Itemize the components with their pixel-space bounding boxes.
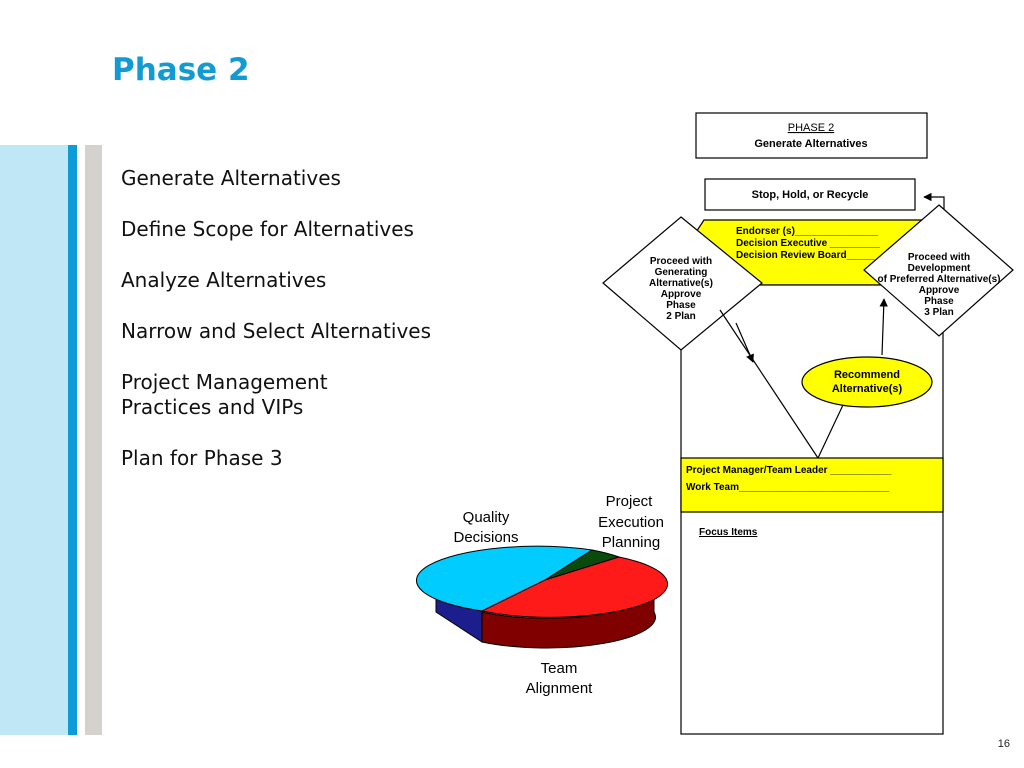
pie-slice-team <box>480 556 669 618</box>
phase-header-label: PHASE 2 <box>788 122 834 134</box>
recommend-oval <box>801 356 933 408</box>
endorser-label: Endorser (s)_______________ <box>736 226 879 237</box>
bullet-item: Analyze Alternatives <box>121 268 327 292</box>
left-to-team-line <box>719 309 819 459</box>
left-diamond-arrow <box>735 322 754 363</box>
slide-title: Phase 2 <box>112 52 250 88</box>
pie-label-project: Execution <box>598 514 664 531</box>
right-diamond-line: Development <box>908 263 971 274</box>
right-diamond-line: 3 Plan <box>924 307 953 318</box>
left-diamond-line: 2 Plan <box>666 311 695 322</box>
pie-label-project: Project <box>606 493 654 510</box>
recommend-line: Alternative(s) <box>832 383 903 395</box>
focus-items-label: Focus Items <box>699 527 758 538</box>
bullet-list: Generate Alternatives Define Scope for A… <box>121 166 541 497</box>
pie-label-team: Team <box>541 660 578 677</box>
project-manager-label: Project Manager/Team Leader ___________ <box>686 465 892 476</box>
team-box <box>680 457 944 513</box>
pie-label-quality: Quality <box>463 509 510 526</box>
decision-review-board-label: Decision Review Board_____ <box>736 250 875 261</box>
side-band-light <box>0 145 68 735</box>
left-diamond-line: Phase <box>666 300 696 311</box>
bullet-item: Plan for Phase 3 <box>121 446 283 470</box>
team-to-recommend-line <box>817 404 844 459</box>
pie-label-team: Alignment <box>526 680 594 697</box>
left-diamond-line: Generating <box>655 267 708 278</box>
pie-label-quality: Decisions <box>453 529 518 546</box>
decision-executive-label: Decision Executive _________ <box>736 238 880 249</box>
recommend-line: Recommend <box>834 369 900 381</box>
bullet-item: Define Scope for Alternatives <box>121 217 414 241</box>
stop-box-label: Stop, Hold, or Recycle <box>752 189 869 201</box>
right-diamond-line: of Preferred Alternative(s) <box>878 274 1001 285</box>
recommend-to-right-arrow <box>879 298 888 356</box>
left-diamond-line: Approve <box>661 289 702 300</box>
left-diamond-line: Proceed with <box>650 256 712 267</box>
work-team-label: Work Team___________________________ <box>686 482 890 493</box>
left-decision-diamond <box>602 216 763 351</box>
side-band-blue <box>68 145 77 735</box>
left-diamond-line: Alternative(s) <box>649 278 713 289</box>
pie-label-project: Planning <box>602 534 660 551</box>
pie-chart <box>416 545 669 649</box>
pie-slice-quality <box>416 545 594 612</box>
stop-box <box>704 178 916 211</box>
side-band-gray <box>85 145 102 735</box>
phase-header-box <box>695 112 928 159</box>
bullet-item: Generate Alternatives <box>121 166 341 190</box>
right-diamond-line: Phase <box>924 296 954 307</box>
bullet-item: Project Management Practices and VIPs <box>121 370 328 419</box>
right-decision-diamond <box>863 204 1014 337</box>
bullet-item: Narrow and Select Alternatives <box>121 319 432 343</box>
phase-subtitle-label: Generate Alternatives <box>754 138 867 150</box>
right-diamond-line: Approve <box>919 285 960 296</box>
page-number: 16 <box>997 738 1010 750</box>
right-diamond-line: Proceed with <box>908 252 970 263</box>
